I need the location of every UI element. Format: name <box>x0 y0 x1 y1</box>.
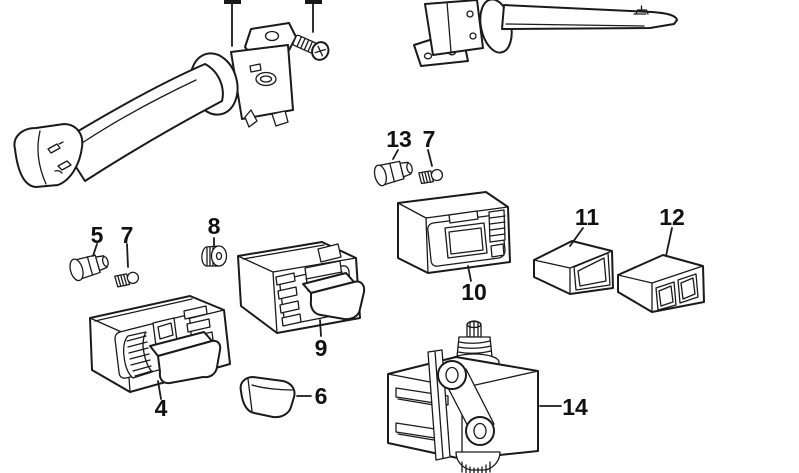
bulb-7-left-drawing <box>114 271 140 288</box>
thumbwheel-ridges <box>126 335 153 377</box>
turn-signal-stalk-switch-drawing <box>13 22 297 188</box>
threads <box>457 340 492 354</box>
callout-7-mid: 7 <box>423 126 436 152</box>
leader-line-12 <box>665 227 673 257</box>
front-frame-right <box>677 273 699 304</box>
callout-5: 5 <box>91 222 104 248</box>
bracket-hole <box>445 366 459 384</box>
knob-cap <box>239 376 296 419</box>
side-thumbwheel <box>488 209 506 243</box>
turn-indicator-icon <box>54 160 72 174</box>
mounting-hole <box>264 30 280 42</box>
knob-cap-6-drawing <box>239 376 296 419</box>
front-frame <box>573 252 611 291</box>
callout-9: 9 <box>315 335 328 361</box>
bulb-socket-5-drawing <box>69 254 109 282</box>
switch-knob <box>157 339 222 385</box>
leader-line-7-mid <box>427 149 433 167</box>
bracket-lobe <box>437 360 467 390</box>
upper-tab <box>317 243 342 263</box>
leader-line-4 <box>157 380 162 400</box>
thumbwheel-ridges <box>489 215 506 237</box>
callout-6: 6 <box>315 383 328 409</box>
leader-line-7-left <box>126 243 129 268</box>
leader-line-11 <box>569 227 584 247</box>
headlight-flash-icon <box>47 141 64 154</box>
bulb-socket-13-drawing <box>373 160 413 187</box>
bracket-lobe <box>465 416 495 446</box>
callout-12: 12 <box>659 204 685 230</box>
screw-threads <box>296 35 314 53</box>
callout-14: 14 <box>562 394 588 420</box>
callout-11: 11 <box>575 204 600 230</box>
blank-cover-12-drawing <box>617 254 705 313</box>
switch-body <box>424 0 484 56</box>
callout-8: 8 <box>208 213 221 239</box>
callout-7-left: 7 <box>121 222 134 248</box>
cropped-callout-leaders <box>224 0 322 47</box>
callout-leader-lines <box>92 149 673 407</box>
vent-slots <box>275 272 302 327</box>
headlight-switch-4-drawing <box>89 295 231 393</box>
bulb-7-mid-drawing <box>418 168 444 185</box>
phillips-slot <box>314 45 326 57</box>
plunger-knurl <box>461 461 491 473</box>
mounting-feet <box>244 109 289 128</box>
stalk-arm <box>501 4 678 30</box>
leader-line-13 <box>392 149 399 160</box>
bracket-hole <box>423 52 433 60</box>
stalk-shaft <box>59 63 224 182</box>
top-slot <box>448 210 479 224</box>
switch-14-drawing <box>387 320 539 473</box>
knurled-knob-8-drawing <box>201 245 228 267</box>
switch-10-drawing <box>397 191 511 274</box>
screw-drawing <box>292 34 330 61</box>
windshield-wiper-icon <box>633 5 649 15</box>
callout-numbers: 5 7 8 13 7 10 11 12 4 9 6 14 <box>91 126 685 421</box>
callout-10: 10 <box>461 279 487 305</box>
leader-line-9 <box>319 319 322 337</box>
switch-knob <box>309 280 366 321</box>
thumbwheel <box>122 331 153 379</box>
blank-cover-11-drawing <box>533 240 614 295</box>
wiper-stalk-switch-drawing <box>413 0 678 67</box>
switch-9-drawing <box>237 241 366 334</box>
knurl-ribs <box>206 246 217 267</box>
bracket-hole <box>473 422 487 440</box>
switch-body <box>230 44 294 120</box>
callout-4: 4 <box>155 395 168 421</box>
leader-line-10 <box>467 265 472 282</box>
leader-line-5 <box>92 243 98 257</box>
stalk-handle-end <box>13 123 84 188</box>
knob-hole <box>215 251 223 261</box>
connector-detail <box>255 71 277 87</box>
callout-13: 13 <box>386 126 412 152</box>
